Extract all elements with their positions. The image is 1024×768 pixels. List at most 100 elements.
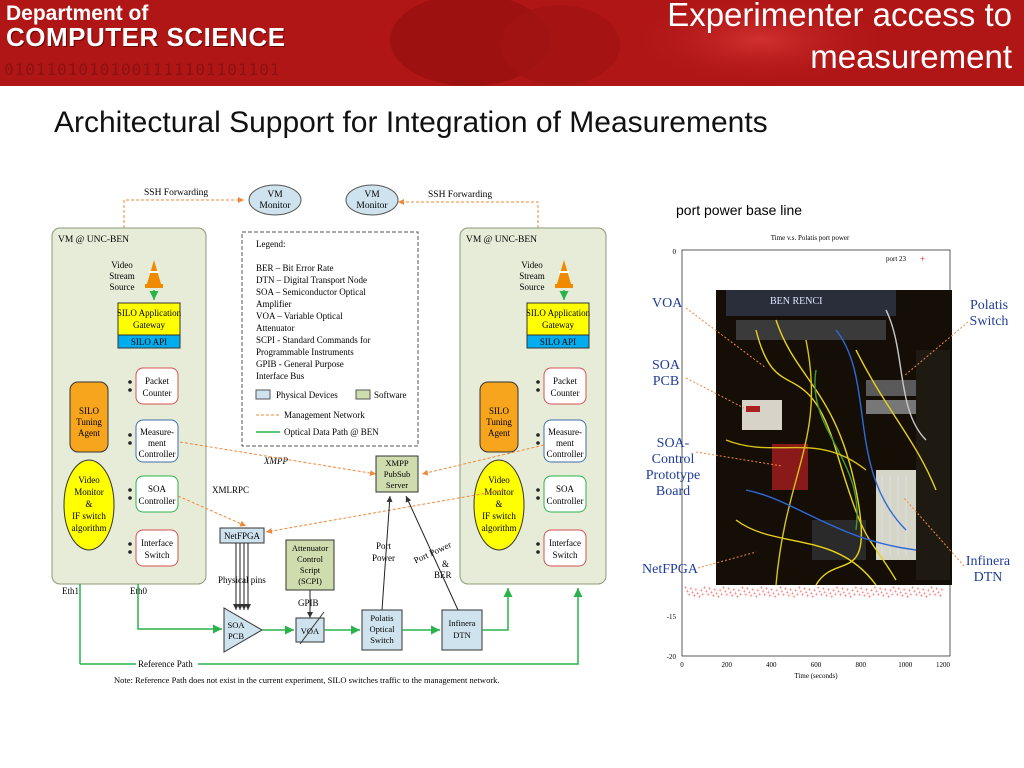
svg-text:Monitor: Monitor [356, 201, 388, 211]
scatter-point: + [920, 594, 924, 600]
scatter-point: + [784, 587, 788, 593]
soa-controller-left [135, 475, 179, 513]
scatter-point: + [730, 594, 734, 600]
legend-line: Amplifier [256, 299, 292, 309]
scatter-point: + [756, 589, 760, 595]
scatter-point: + [691, 591, 695, 597]
scatter-point: + [720, 592, 724, 598]
x-tick: 600 [811, 661, 822, 669]
svg-text:Attenuator: Attenuator [292, 543, 329, 553]
scatter-point: + [796, 592, 800, 598]
scatter-point: + [885, 591, 889, 597]
scatter-point: + [729, 591, 733, 597]
scatter-point: + [932, 590, 936, 596]
scatter-point: + [916, 587, 920, 593]
scatter-point: + [708, 587, 712, 593]
svg-text:SILO API: SILO API [131, 337, 167, 347]
scatter-point: + [928, 592, 932, 598]
diagram-note: Note: Reference Path does not exist in t… [114, 675, 500, 685]
svg-text:SILO API: SILO API [540, 337, 576, 347]
svg-text:Counter: Counter [551, 388, 580, 398]
svg-text:Server: Server [386, 480, 408, 490]
svg-text:Switch: Switch [552, 550, 578, 560]
svg-text:Video: Video [521, 260, 543, 270]
svg-text:Counter: Counter [143, 388, 172, 398]
vm-monitor-right: VM Monitor [345, 184, 399, 216]
legend-line: SCPI - Standard Commands for [256, 335, 371, 345]
svg-text:Gateway: Gateway [542, 320, 574, 330]
svg-text:algorithm: algorithm [72, 523, 107, 533]
vm-panel-left-title: VM @ UNC-BEN [58, 235, 129, 245]
xmlrpc-label: XMLRPC [212, 485, 249, 495]
legend-line: Programmable Instruments [256, 347, 354, 357]
scatter-point: + [810, 591, 814, 597]
scatter-point: + [770, 588, 774, 594]
ssh-right-label: SSH Forwarding [428, 190, 492, 200]
scatter-point: + [815, 592, 819, 598]
svg-text:SOA: SOA [148, 484, 167, 494]
scatter-point: + [911, 586, 915, 592]
legend-physical: Physical Devices [276, 390, 338, 400]
scatter-point: + [717, 595, 721, 601]
svg-text:Controller: Controller [139, 449, 176, 459]
scatter-point: + [844, 594, 848, 600]
xmpp-label: XMPP [263, 456, 288, 466]
scatter-point: + [882, 594, 886, 600]
xmpp-pubsub-server: XMPP PubSub Server [375, 455, 419, 493]
svg-text:Source: Source [520, 282, 545, 292]
svg-text:Switch: Switch [144, 550, 170, 560]
scatter-point: + [822, 587, 826, 593]
interface-switch-left [135, 529, 179, 567]
x-tick: 400 [766, 661, 777, 669]
x-axis-ticks: 0 200 400 600 800 1000 1200 [680, 661, 950, 669]
logo-binary: 01011010101001111101101101 [4, 60, 281, 79]
scatter-point: + [798, 586, 802, 592]
scatter-point: + [739, 592, 743, 598]
y-tick: 0 [673, 248, 677, 256]
soa-pcb-amplifier: SOA PCB [223, 607, 263, 653]
scatter-point: + [713, 588, 717, 594]
equipment-rack-photo: BEN RENCI [716, 290, 952, 585]
scatter-point: + [846, 588, 850, 594]
plot-title: Time v.s. Polatis port power [771, 234, 850, 242]
scatter-point: + [687, 593, 691, 599]
packet-counter-right [543, 367, 587, 405]
scatter-point: + [705, 590, 709, 596]
scatter-point: + [935, 587, 939, 593]
scatter-point: + [940, 588, 944, 594]
vm-panel-left: VM @ UNC-BEN Video Stream Source SILO Ap… [51, 227, 207, 585]
svg-text:Video: Video [488, 475, 510, 485]
video-monitor-left [63, 459, 115, 551]
y-tick: -15 [667, 613, 677, 621]
label-netfpga: NetFPGA [642, 562, 699, 577]
svg-text:Polatis: Polatis [370, 613, 393, 623]
scatter-point: + [760, 586, 764, 592]
scatter-point: + [847, 591, 851, 597]
scatter-point: + [816, 586, 820, 592]
infinera-dtn: Infinera DTN [441, 609, 483, 651]
legend-line: SOA – Semiconductor Optical [256, 287, 366, 297]
scatter-point: + [925, 595, 929, 601]
scatter-point: + [794, 589, 798, 595]
legend-optical: Optical Data Path @ BEN [284, 427, 379, 437]
label-infinera-dtn: Infinera DTN [965, 554, 1011, 585]
scatter-point: + [727, 587, 731, 593]
x-tick: 200 [721, 661, 732, 669]
svg-text:(SCPI): (SCPI) [298, 576, 322, 586]
slide-subtitle: Architectural Support for Integration of… [54, 106, 768, 139]
label-polatis-switch: Polatis Switch [969, 298, 1009, 329]
legend-line: GPIB - General Purpose [256, 359, 344, 369]
label-soa-control-board: SOA- Control Prototype Board [645, 436, 701, 499]
scatter-point: + [899, 591, 903, 597]
svg-text:Interface: Interface [549, 538, 581, 548]
scatter-point: + [718, 589, 722, 595]
scatter-point: + [856, 590, 860, 596]
scatter-point: + [832, 589, 836, 595]
label-voa: VOA [652, 296, 683, 311]
scatter-point: + [851, 589, 855, 595]
reference-path-label: Reference Path [138, 659, 193, 669]
scatter-point: + [923, 591, 927, 597]
scatter-point: + [839, 593, 843, 599]
scatter-point: + [894, 590, 898, 596]
